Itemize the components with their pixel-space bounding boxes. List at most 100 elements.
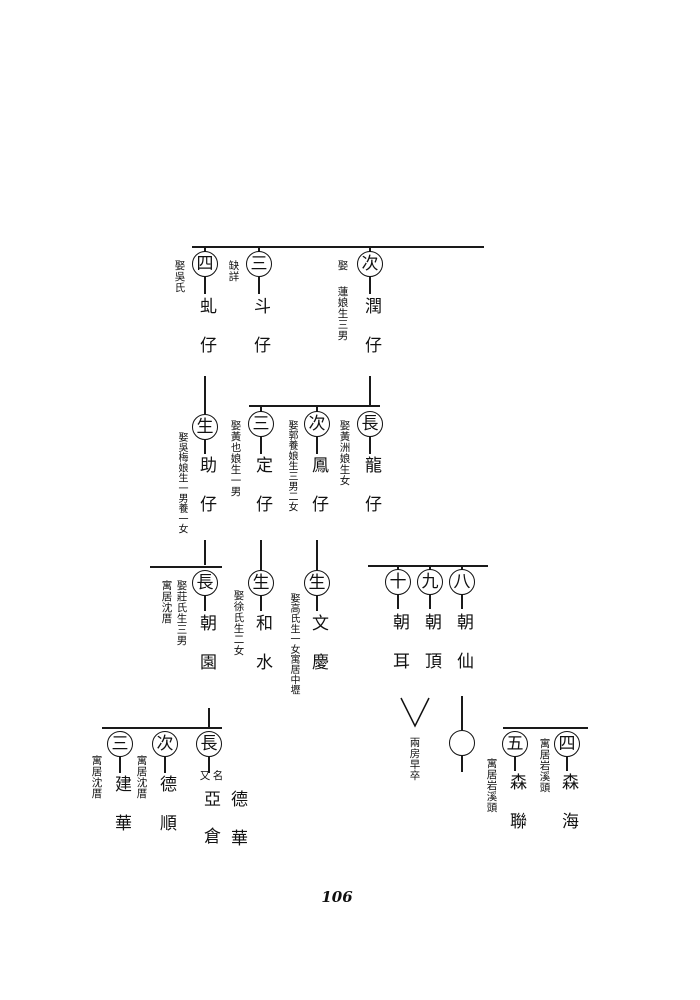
person-name: 朝園	[196, 614, 216, 692]
person-name: 朝耳	[389, 613, 409, 691]
order-circle: 三	[107, 731, 133, 757]
person-name: 德順	[156, 775, 176, 853]
person-name: 斗仔	[250, 297, 270, 375]
person-note: 寓居沈厝	[90, 755, 103, 799]
person-name: 潤仔	[361, 297, 381, 375]
order-circle: 三	[246, 251, 272, 277]
person-name: 龍仔	[361, 456, 381, 534]
person-name: 助仔	[196, 456, 216, 534]
person-name: 森聯	[506, 773, 526, 851]
person-name: 森海	[558, 773, 578, 851]
person-note: 娶吳梅娘生一男養一女	[176, 432, 187, 534]
person-note: 娶徐氏生二女	[232, 590, 245, 656]
descent-line	[260, 540, 262, 570]
connector	[369, 437, 371, 454]
connector	[204, 596, 206, 611]
connector	[164, 757, 166, 773]
person-note: 寓居岩溪頭	[485, 758, 498, 813]
connector	[566, 757, 568, 771]
descent-line	[369, 376, 371, 406]
connector	[260, 407, 262, 412]
order-circle: 長	[357, 411, 383, 437]
empty-circle	[449, 730, 475, 756]
connector	[119, 757, 121, 773]
person-note: 娶黃洲娘生女	[338, 420, 351, 486]
descent-line	[316, 540, 318, 570]
person-note: 又	[198, 770, 211, 781]
person-note: 寓居岩溪頭	[538, 738, 551, 793]
gen3-right-sibling-line	[368, 565, 488, 567]
order-circle: 生	[304, 570, 330, 596]
person-note: 娶	[336, 260, 349, 271]
person-note: 娶高氏生一女寓居中壢	[288, 593, 299, 695]
order-circle: 五	[502, 731, 528, 757]
person-note: 寓居沈厝	[160, 580, 173, 624]
order-circle: 長	[192, 570, 218, 596]
person-note: 娶吳氏	[173, 260, 186, 293]
order-circle: 八	[449, 569, 475, 595]
person-name-alt: 德華	[227, 790, 247, 868]
order-circle: 九	[417, 569, 443, 595]
gen4-sibling-line	[102, 727, 222, 729]
order-circle: 四	[192, 251, 218, 277]
connector	[369, 248, 371, 252]
order-circle: 生	[192, 414, 218, 440]
person-name: 和水	[252, 614, 272, 692]
gen1-sibling-line	[192, 246, 484, 248]
connector	[208, 757, 210, 773]
connector	[429, 595, 431, 609]
order-circle: 十	[385, 569, 411, 595]
connector	[369, 277, 371, 294]
connector	[397, 566, 399, 570]
person-name: 亞倉	[200, 790, 220, 864]
person-note: 娶郭養娘生三男二女	[286, 420, 297, 512]
connector	[204, 440, 206, 454]
connector	[260, 596, 262, 611]
connector	[204, 277, 206, 294]
order-circle: 次	[304, 411, 330, 437]
person-name: 建華	[111, 775, 131, 853]
branch-note: 兩房早卒	[408, 737, 421, 781]
person-name: 定仔	[252, 456, 272, 534]
order-circle: 四	[554, 731, 580, 757]
connector	[258, 277, 260, 294]
connector	[316, 596, 318, 611]
person-note: 蓮娘生三男	[336, 286, 349, 341]
person-name: 朝頂	[421, 613, 441, 691]
page-number: 106	[321, 888, 353, 906]
person-name: 文慶	[308, 614, 328, 692]
person-note: 娶莊氏生三男	[175, 580, 188, 646]
connector	[397, 595, 399, 609]
person-name: 鳳仔	[308, 456, 328, 534]
connector	[429, 566, 431, 570]
order-circle: 次	[152, 731, 178, 757]
order-circle: 三	[248, 411, 274, 437]
order-circle: 生	[248, 570, 274, 596]
descent-line	[461, 696, 463, 730]
person-note: 名	[211, 770, 224, 781]
connector	[316, 437, 318, 454]
connector	[514, 757, 516, 771]
connector	[461, 756, 463, 772]
descent-line	[208, 708, 210, 728]
gen3-sibling-line	[150, 566, 222, 568]
gen2-sibling-line	[249, 405, 380, 407]
order-circle: 長	[196, 731, 222, 757]
gen4-right-sibling-line	[503, 727, 588, 729]
person-note: 缺詳	[227, 260, 240, 282]
connector	[461, 566, 463, 570]
descent-line	[204, 540, 206, 565]
descent-line	[204, 376, 206, 414]
connector	[258, 248, 260, 252]
branch-ended-mark	[400, 697, 430, 728]
person-name: 朝仙	[453, 613, 473, 691]
connector	[461, 595, 463, 609]
connector	[316, 407, 318, 412]
order-circle: 次	[357, 251, 383, 277]
person-note: 寓居沈厝	[135, 755, 148, 799]
connector	[260, 437, 262, 454]
person-name: 虬仔	[196, 297, 216, 375]
connector	[204, 248, 206, 252]
person-note: 娶黃也娘生一男	[229, 420, 242, 497]
